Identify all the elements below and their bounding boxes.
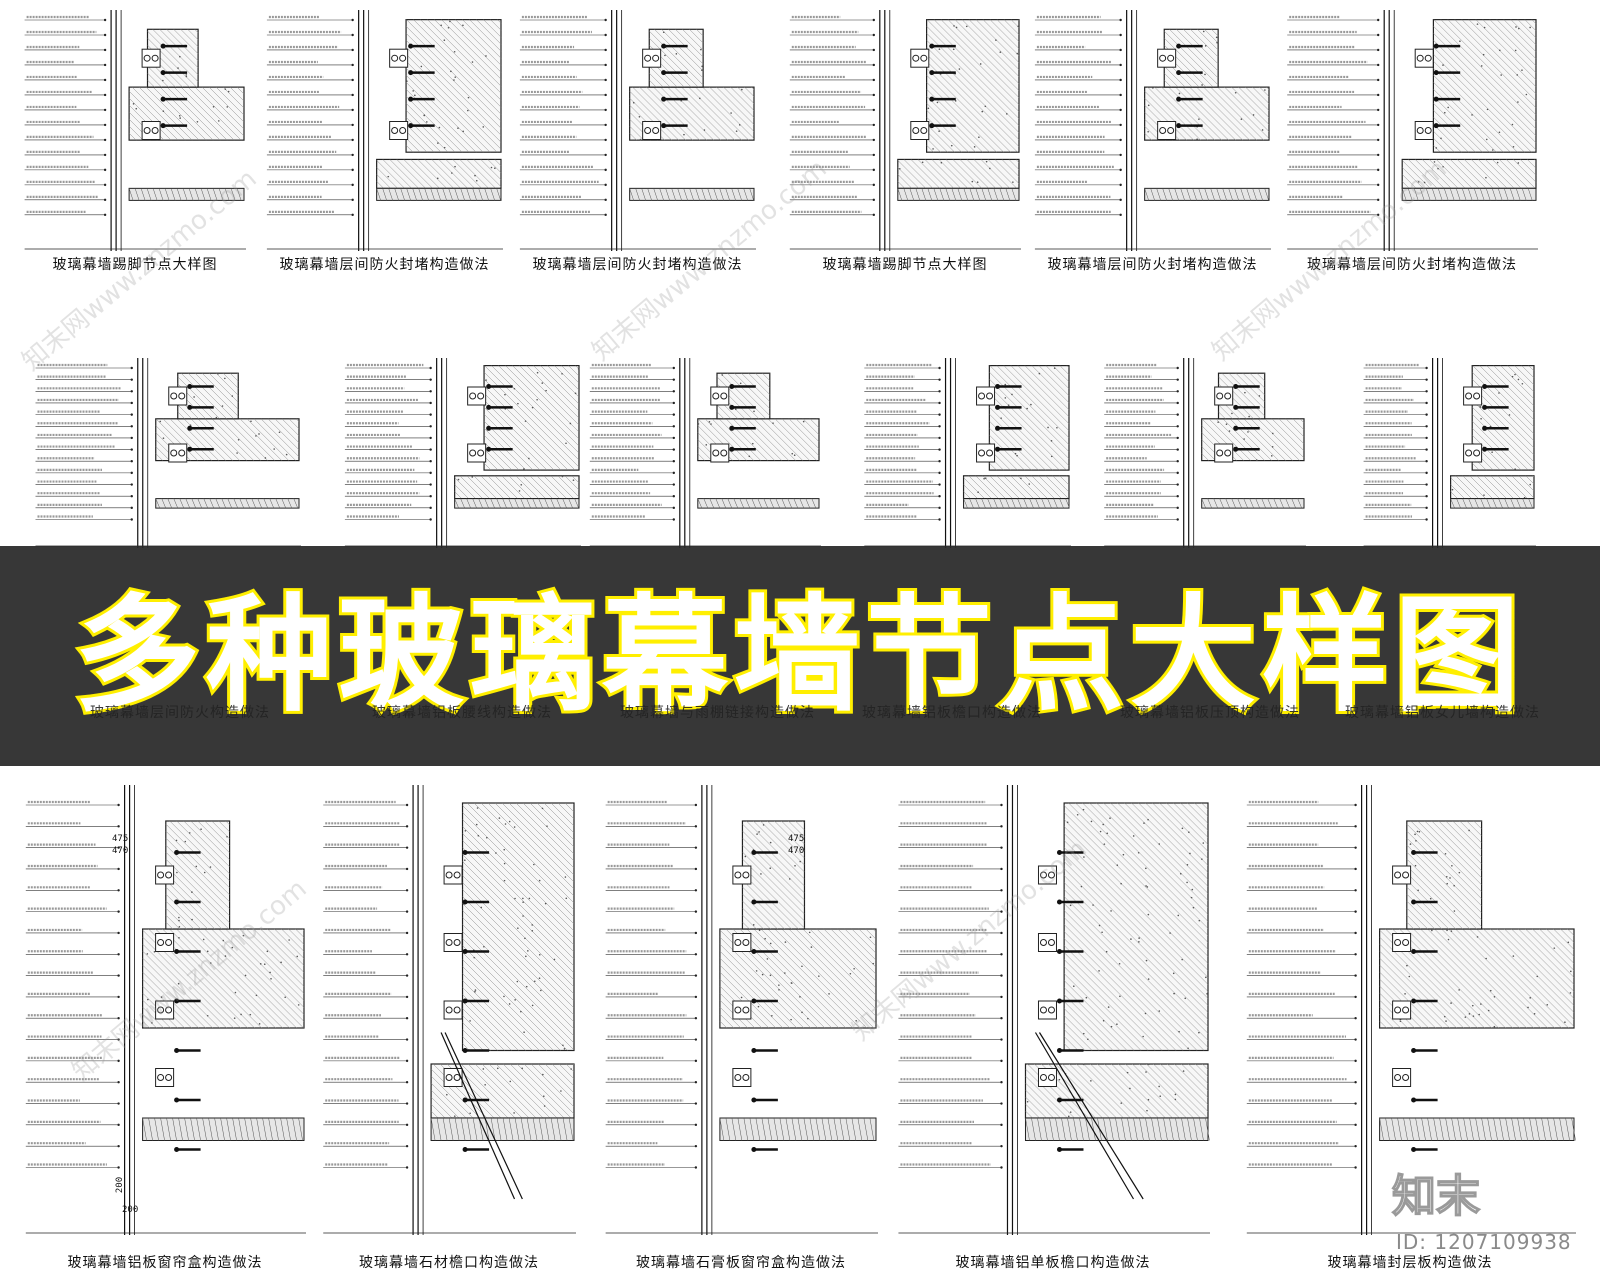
caption: 玻璃幕墙石膏板窗帘盒构造做法 (636, 1255, 846, 1271)
detail-linework (266, 10, 503, 251)
detail-drawing (892, 785, 1214, 1255)
detail-linework (864, 358, 1071, 548)
detail-drawing (20, 10, 250, 285)
detail-linework (1363, 358, 1536, 548)
detail-drawing (318, 785, 580, 1255)
caption: 玻璃幕墙层间防火封堵构造做法 (279, 257, 490, 273)
caption: 玻璃幕墙与雨棚链接构造做法 (620, 705, 815, 721)
title-banner: 多种玻璃幕墙节点大样图 (0, 546, 1600, 766)
dimension-label: 475 (788, 834, 805, 844)
detail-linework (519, 10, 756, 251)
detail-drawing (340, 358, 585, 548)
detail-linework (1034, 10, 1271, 251)
caption: 玻璃幕墙层间防火封堵构造做法 (1307, 257, 1517, 273)
detail-linework (898, 785, 1210, 1235)
image-id: ID: 1207109938 (1396, 1230, 1572, 1254)
detail-linework (24, 10, 246, 251)
detail-linework (25, 785, 306, 1235)
caption: 玻璃幕墙石材檐口构造做法 (359, 1255, 539, 1271)
dimension-label: 470 (112, 846, 129, 856)
brand-logo: 知末 (1391, 1170, 1481, 1223)
detail-drawing (30, 358, 305, 548)
detail-linework (323, 785, 576, 1235)
caption: 玻璃幕墙铝板檐口构造做法 (862, 705, 1042, 721)
detail-linework (1104, 358, 1306, 548)
detail-linework (605, 785, 878, 1235)
banner-title: 多种玻璃幕墙节点大样图 (71, 579, 1526, 732)
detail-drawing (585, 358, 825, 548)
caption: 玻璃幕墙铝板女儿墙构造做法 (1345, 705, 1540, 721)
caption: 玻璃幕墙层间防火封堵构造做法 (1047, 257, 1258, 273)
caption: 玻璃幕墙铝板腰线构造做法 (372, 705, 552, 721)
detail-drawing (860, 358, 1075, 548)
detail-linework (35, 358, 301, 548)
caption: 玻璃幕墙踢脚节点大样图 (52, 257, 218, 273)
detail-drawing (785, 10, 1025, 285)
caption: 玻璃幕墙铝板窗帘盒构造做法 (67, 1255, 263, 1271)
dimension-label: 200 (115, 1176, 126, 1194)
caption: 玻璃幕墙层间防火构造做法 (90, 705, 270, 721)
detail-linework (789, 10, 1021, 251)
detail-linework (1287, 10, 1538, 251)
detail-drawing (262, 10, 507, 285)
caption: 玻璃幕墙铝单板檐口构造做法 (955, 1255, 1151, 1271)
detail-drawing (1030, 10, 1275, 285)
detail-drawing (20, 785, 310, 1255)
caption: 玻璃幕墙封层板构造做法 (1327, 1255, 1493, 1271)
detail-drawing (1100, 358, 1310, 548)
dimension-label: 470 (788, 846, 805, 856)
detail-drawing (1240, 785, 1580, 1255)
detail-drawing (515, 10, 760, 285)
dimension-label: 475 (112, 834, 129, 844)
detail-linework (589, 358, 821, 548)
detail-linework (344, 358, 581, 548)
detail-drawing (1282, 10, 1542, 285)
caption: 玻璃幕墙踢脚节点大样图 (822, 257, 988, 273)
detail-drawing (1360, 358, 1540, 548)
caption: 玻璃幕墙层间防火封堵构造做法 (532, 257, 743, 273)
dimension-label: 200 (122, 1205, 139, 1215)
detail-linework (1246, 785, 1576, 1235)
detail-drawing (600, 785, 882, 1255)
caption: 玻璃幕墙铝板压顶构造做法 (1120, 705, 1300, 721)
